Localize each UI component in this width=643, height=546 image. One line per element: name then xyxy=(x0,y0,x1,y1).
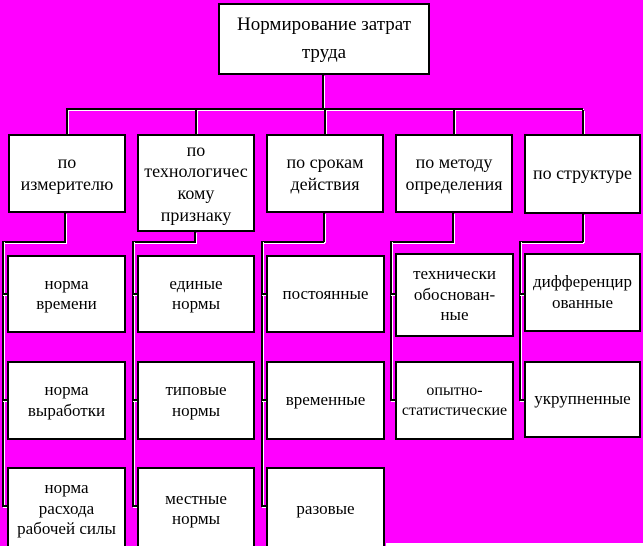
connector-col5-stub-1 xyxy=(519,293,524,295)
connector-col2-parent-drop xyxy=(194,232,196,242)
connector-col1-stub-3 xyxy=(2,505,7,507)
connector-col5-trunk xyxy=(519,241,521,400)
connector-col1-elbow xyxy=(2,241,66,243)
node-col3-child3: разовые xyxy=(266,467,385,546)
node-col1-child2: норма выработки xyxy=(7,361,126,440)
node-col5-child2: укрупненные xyxy=(524,361,641,438)
connector-col5-stub-2 xyxy=(519,399,524,401)
node-col5-header: по структуре xyxy=(524,134,641,214)
node-col1-child1: норма времени xyxy=(7,255,126,333)
connector-drop-col3 xyxy=(324,110,326,134)
node-col2-child2: типовые нормы xyxy=(137,361,255,440)
node-root: Нормирование затрат труда xyxy=(218,3,430,75)
connector-col3-stub-2 xyxy=(261,399,266,401)
connector-col4-trunk xyxy=(390,241,392,400)
connector-col1-stub-1 xyxy=(2,293,7,295)
connector-col2-stub-3 xyxy=(132,505,137,507)
connector-drop-col4 xyxy=(453,110,455,134)
node-col2-child3: местные нормы xyxy=(137,467,255,546)
connector-col3-stub-1 xyxy=(261,293,266,295)
node-col2-header: по технологичес кому признаку xyxy=(137,134,255,232)
connector-col5-parent-drop xyxy=(582,214,584,242)
node-col4-child2: опытно- статистические xyxy=(395,361,514,440)
node-col3-child2: временные xyxy=(266,361,385,440)
connector-col4-stub-1 xyxy=(390,293,395,295)
connector-col4-parent-drop xyxy=(452,213,454,242)
connector-col2-stub-1 xyxy=(132,293,137,295)
connector-root-drop xyxy=(322,75,324,108)
connector-col1-trunk xyxy=(2,241,4,506)
connector-col4-stub-2 xyxy=(390,399,395,401)
connector-col3-stub-3 xyxy=(261,505,266,507)
node-col2-child1: единые нормы xyxy=(137,255,255,333)
connector-top-rail xyxy=(66,108,583,110)
node-col1-header: по измерителю xyxy=(8,134,126,213)
connector-col4-elbow xyxy=(390,241,454,243)
node-col3-header: по срокам действия xyxy=(266,134,384,213)
connector-col2-trunk xyxy=(132,241,134,506)
connector-drop-col5 xyxy=(582,110,584,134)
node-col5-child1: дифференцир ованные xyxy=(524,253,641,332)
node-col4-child1: технически обоснован- ные xyxy=(395,253,514,337)
connector-col5-elbow xyxy=(519,241,583,243)
connector-col3-elbow xyxy=(261,241,324,243)
node-col1-child3: норма расхода рабочей силы xyxy=(7,467,126,546)
node-col4-header: по методу определения xyxy=(395,134,513,213)
connector-col1-parent-drop xyxy=(64,213,66,242)
node-col3-child1: постоянные xyxy=(266,255,385,333)
connector-col2-elbow xyxy=(132,241,196,243)
connector-drop-col1 xyxy=(66,110,68,134)
connector-col3-parent-drop xyxy=(323,213,325,242)
connector-col2-stub-2 xyxy=(132,399,137,401)
connector-col3-trunk xyxy=(261,241,263,506)
bottom-edge-sliver xyxy=(386,543,643,546)
connector-col1-stub-2 xyxy=(2,399,7,401)
connector-drop-col2 xyxy=(195,110,197,134)
